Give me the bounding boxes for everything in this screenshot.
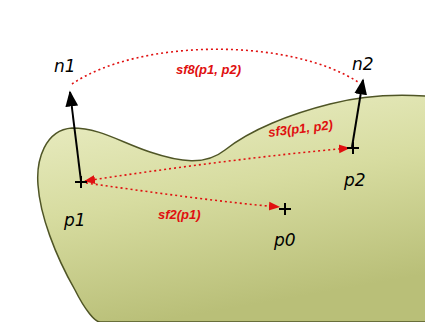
point-label: p0 [274,232,296,249]
point-marks [75,142,359,215]
distance-label: sf2(p1) [158,208,201,221]
distance-arrow [86,183,279,207]
point-label: p1 [64,212,86,229]
normal-label: n1 [54,58,76,75]
distance-label: sf8(p1, p2) [176,63,241,76]
normal-vector [70,92,81,181]
distance-arc [72,49,358,84]
point-label: p2 [344,172,366,189]
normal-vector [352,80,363,147]
distance-arrow [85,148,349,181]
normal-label: n2 [352,56,374,73]
surface-patch [38,95,425,322]
